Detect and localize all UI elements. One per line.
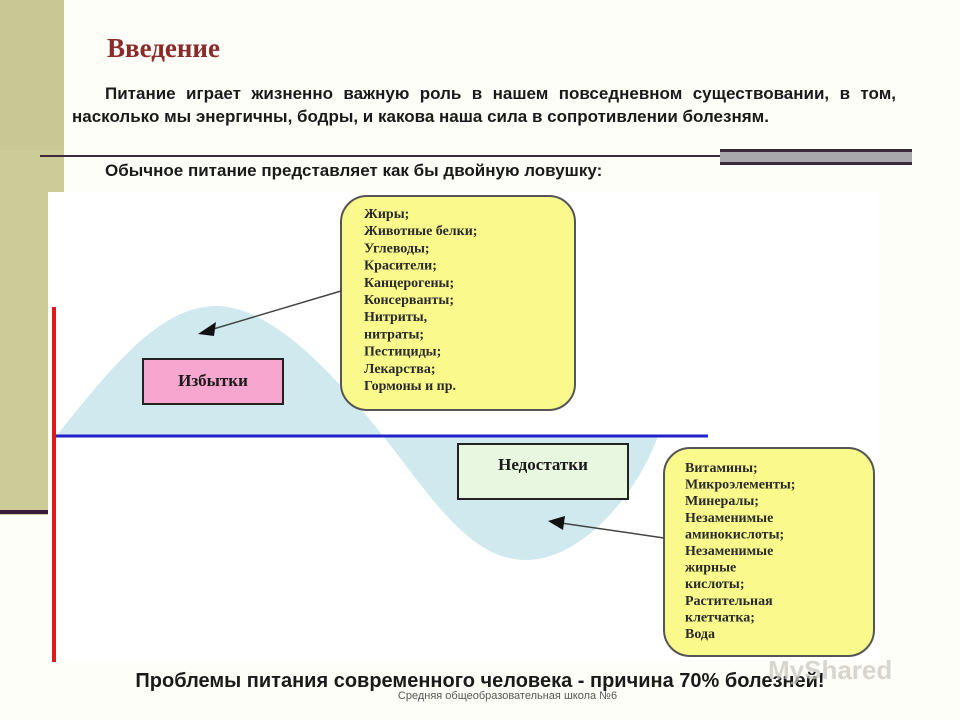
slide-caption: Проблемы питания современного человека -… [135, 670, 825, 692]
excess-items-entry: Пестициды; [364, 345, 441, 360]
deficit-items-list: Витамины; Микроэлементы;Минералы; Незамени… [685, 461, 795, 642]
slide-title: Введение [107, 33, 220, 63]
intro-paragraph: Питание играет жизненно важную роль в на… [72, 84, 896, 126]
excess-items-list: Жиры; Животные белки; Углеводы; Красители; К… [364, 207, 477, 394]
excess-items-entry: Жиры; [364, 207, 409, 222]
arrow-deficit-head [548, 516, 565, 530]
excess-label: Избытки [178, 371, 248, 390]
excess-items-entry: Красители; [364, 259, 437, 274]
excess-items-entry: Животные белки; [364, 224, 477, 239]
divider-rule-accent [720, 149, 912, 165]
deficit-items-entry: Витамины; [685, 461, 758, 476]
deficit-items-entry: Вода [685, 627, 715, 642]
deficit-items-entry: Незаменимые [685, 511, 773, 526]
deficit-label: Недостатки [498, 455, 588, 474]
excess-items-entry: Канцерогены; [364, 276, 454, 291]
arrow-deficit-line [560, 522, 665, 539]
excess-items-entry: нитраты; [364, 327, 424, 342]
excess-items-entry: Консерванты; [364, 293, 454, 308]
deficit-items-entry: Минералы; [685, 494, 759, 509]
deficit-callout [663, 447, 875, 657]
divider-rule [40, 155, 720, 157]
deficit-items-entry: клетчатка; [685, 610, 755, 625]
deficit-items-entry: Микроэлементы; [685, 478, 795, 493]
deficit-items-entry: аминокислоты; [685, 527, 784, 542]
divider-rule-bottom [0, 510, 48, 514]
excess-items-entry: Углеводы; [364, 241, 430, 256]
deficit-items-entry: Незаменимые [685, 544, 773, 559]
intro-subtitle: Обычное питание представляет как бы двой… [105, 161, 603, 180]
deficit-items-entry: кислоты; [685, 577, 745, 592]
deficit-items-entry: Растительная [685, 594, 773, 609]
arrow-excess-head [198, 322, 216, 336]
left-decor-band-top [0, 0, 64, 150]
excess-items-entry: Лекарства; [364, 362, 436, 377]
excess-box [142, 358, 284, 405]
excess-items-entry: Гормоны и пр. [364, 379, 456, 394]
watermark-logo: MyShared [768, 655, 893, 685]
arrow-excess-line [209, 290, 342, 331]
nutrition-trap-diagram: Избытки Недостатки Жиры; Животные белки; У… [48, 192, 879, 662]
slide-footer: Средняя общеобразовательная школа №6 [397, 690, 618, 702]
excess-items-entry: Нитриты, [364, 310, 427, 325]
excess-callout [340, 195, 576, 411]
deficit-items-entry: жирные [685, 561, 736, 576]
deficit-box [457, 443, 629, 500]
